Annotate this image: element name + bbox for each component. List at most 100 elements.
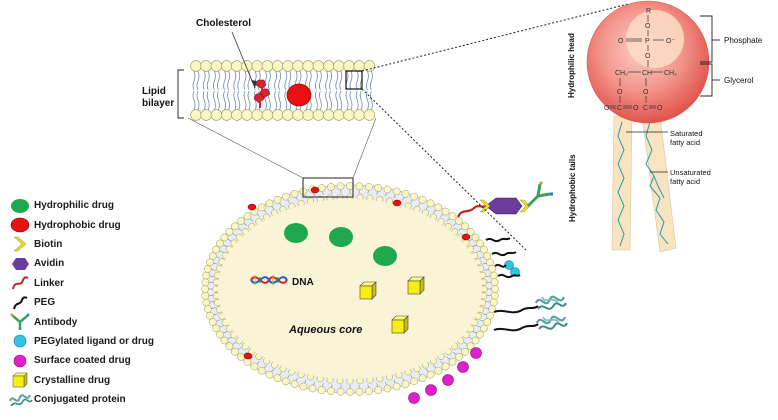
lipid-head-bead — [220, 336, 229, 345]
lipid-head-bead — [346, 182, 354, 190]
zoom-dotted-top — [361, 3, 629, 72]
biotin-chevron-icon — [13, 237, 27, 252]
bilayer-head-bead — [363, 109, 376, 121]
bilayer-head-bead — [271, 60, 284, 72]
saturated-label-line1: Saturated — [670, 129, 703, 138]
peg-chain — [485, 237, 511, 243]
legend-label: Hydrophilic drug — [34, 200, 114, 212]
bilayer-tail — [206, 90, 210, 111]
conjugated-protein-icon — [534, 295, 567, 310]
bilayer-tail — [308, 70, 312, 91]
lipid-head-bead — [265, 199, 274, 208]
lipid-head-bead — [346, 388, 354, 396]
cholesterol-pointer — [231, 31, 256, 89]
lipid-head-bead — [212, 324, 220, 333]
bilayer-tail — [264, 70, 267, 91]
bilayer-tail — [288, 70, 292, 91]
lipid-head-bead — [365, 183, 373, 191]
bilayer-tail — [243, 70, 247, 91]
lipid-head-bead — [225, 227, 234, 236]
conjugated-protein-icon — [535, 315, 568, 330]
lipid-head-bead — [476, 330, 484, 339]
lipid-head-bead — [418, 374, 427, 383]
svg-text:O: O — [643, 89, 649, 96]
svg-text:CH₂: CH₂ — [615, 70, 628, 77]
legend-label: Crystalline drug — [34, 374, 111, 386]
bilayer-head-bead — [210, 60, 223, 72]
legend-label: Avidin — [34, 258, 65, 270]
bilayer-head-bead — [220, 109, 233, 121]
protein-ribbon-icon — [9, 393, 33, 407]
bilayer-tail — [278, 70, 281, 91]
bilayer-tail — [370, 70, 373, 91]
bilayer-head-bead — [241, 60, 253, 72]
lipid-head-bead — [471, 233, 480, 242]
aqueous-core-label: Aqueous core — [288, 324, 362, 336]
bilayer-head-bead — [302, 60, 314, 72]
svg-text:O: O — [657, 105, 663, 112]
lipid-head-bead — [471, 336, 480, 345]
lipid-head-bead — [308, 384, 317, 393]
lipid-head-bead — [410, 377, 418, 386]
avidin-hexagon — [485, 197, 523, 215]
lipid-bilayer-label-line2: bilayer — [142, 98, 174, 109]
lipid-head-bead — [282, 377, 290, 386]
bilayer-head-bead — [302, 109, 314, 121]
legend-label: PEGylated ligand or drug — [34, 335, 155, 347]
yellow-cube-icon — [12, 372, 28, 388]
bilayer-tail — [329, 90, 332, 111]
lipid-head-bead — [225, 342, 234, 351]
bilayer-head-bead — [343, 60, 355, 72]
lipid-head-bead — [490, 291, 499, 300]
lipid-head-bead — [488, 265, 497, 273]
bilayer-head-bead — [292, 60, 304, 72]
lipid-head-bead — [237, 217, 245, 225]
lipid-head-bead — [374, 386, 383, 394]
lipid-head-bead — [355, 182, 364, 191]
antibody-y-icon — [10, 313, 30, 331]
lipid-head-bead — [216, 330, 224, 339]
antibody-icon — [526, 180, 553, 208]
svg-text:O: O — [633, 105, 639, 112]
svg-text:C: C — [617, 105, 622, 112]
lipid-head-bead — [208, 252, 217, 260]
lipid-head-bead — [290, 189, 299, 198]
lipid-head-bead — [299, 382, 308, 391]
bilayer-tail — [319, 90, 322, 111]
green-oval-icon — [11, 198, 29, 213]
bilayer-tail — [274, 90, 277, 111]
peg-curve-icon — [13, 296, 28, 309]
lipid-head-bead — [489, 298, 498, 307]
bilayer-tail — [237, 70, 241, 91]
legend-item: Conjugated protein — [8, 390, 183, 409]
bilayer-tail — [284, 70, 288, 91]
svg-text:O: O — [645, 23, 651, 30]
zoom-line-right — [352, 117, 377, 179]
zoom-box-bilayer — [345, 70, 363, 90]
lipid-head-bead — [448, 357, 457, 366]
bilayer-tail — [355, 90, 359, 111]
lipid-head-bead — [365, 387, 373, 395]
hydrophilic-drug — [373, 246, 397, 266]
bilayer-tail — [202, 70, 206, 91]
liposome — [201, 182, 499, 396]
lipid-head-bead — [455, 217, 463, 225]
pegylated-ligand — [510, 267, 520, 277]
dna-label: DNA — [292, 277, 314, 288]
bilayer-tail — [247, 90, 251, 111]
legend-item: Avidin — [8, 254, 183, 273]
linker-curve-icon — [12, 276, 29, 290]
legend-item: Hydrophobic drug — [8, 215, 183, 234]
unsaturated-tail-zigzag-2 — [653, 175, 665, 199]
crystalline-drug — [407, 276, 425, 295]
unsaturated-label-line1: Unsaturated — [670, 168, 711, 177]
lipid-head-bead — [336, 387, 345, 396]
bilayer-tail — [319, 70, 322, 91]
svg-text:O: O — [604, 105, 610, 112]
lipid-head-bead — [327, 387, 335, 395]
bilayer-head-bead — [312, 109, 325, 121]
bilayer-tail — [243, 90, 247, 111]
bilayer-tail — [247, 70, 251, 91]
bilayer-head-bead — [251, 60, 263, 72]
bilayer-head-bead — [210, 109, 223, 121]
